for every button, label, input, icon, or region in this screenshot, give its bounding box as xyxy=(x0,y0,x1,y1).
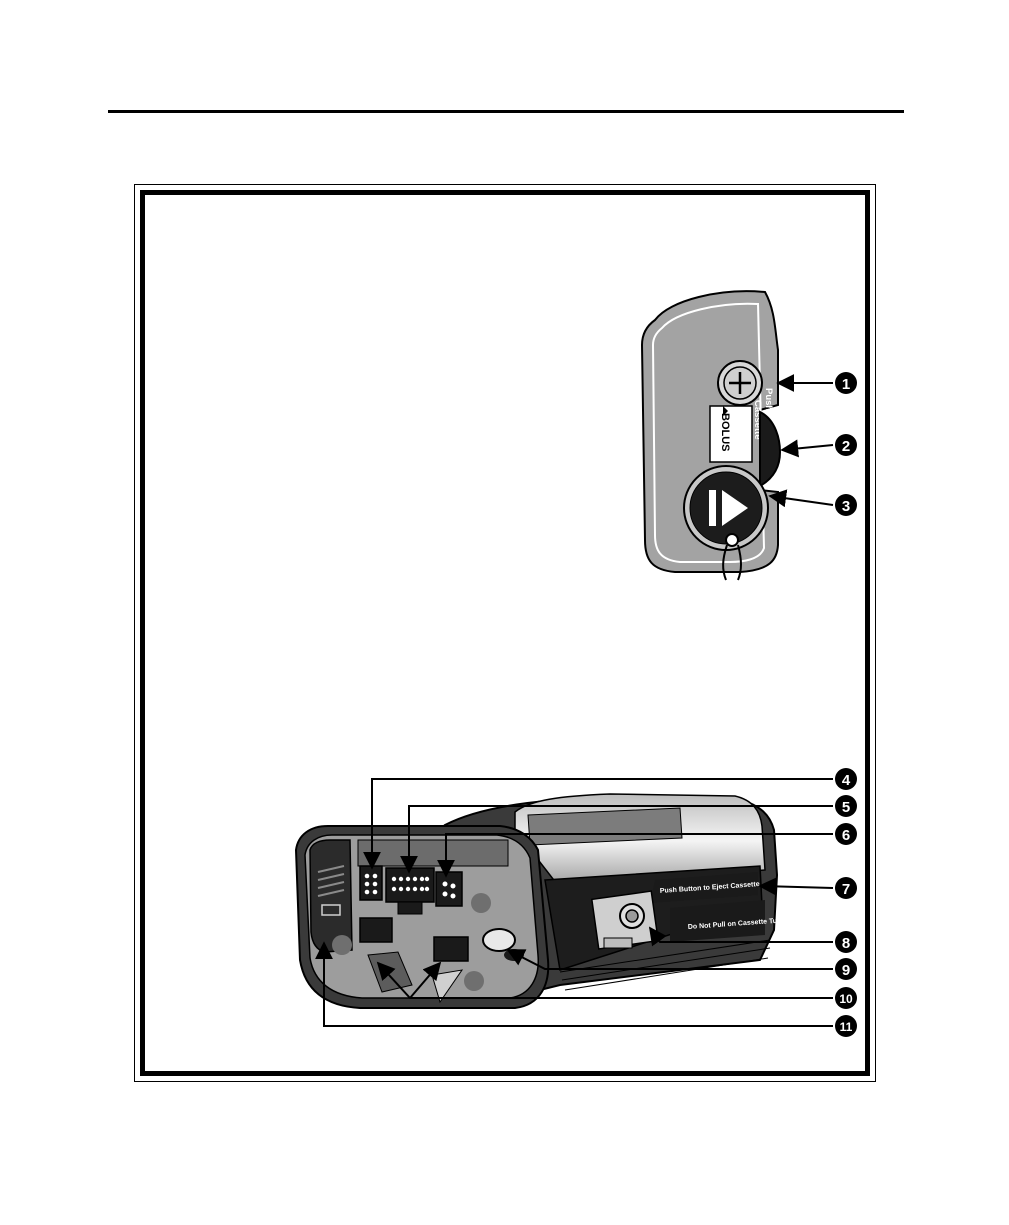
tubing-notch xyxy=(483,929,515,951)
callout-7: 7 xyxy=(835,877,857,899)
callout-10: 10 xyxy=(835,987,857,1009)
foot-left xyxy=(332,935,352,955)
mount-slot-left xyxy=(360,918,392,942)
callout-10-label: 10 xyxy=(839,992,853,1006)
foot-top-right xyxy=(471,893,491,913)
callout-6-label: 6 xyxy=(842,827,850,844)
callout-3-label: 3 xyxy=(842,498,850,515)
callout-8: 8 xyxy=(835,931,857,953)
callout-4: 4 xyxy=(835,768,857,790)
tubing-connector xyxy=(592,891,658,949)
bolus-label: BOLUS xyxy=(719,413,731,452)
callout-6: 6 xyxy=(835,823,857,845)
battery-door xyxy=(310,840,352,952)
callout-9: 9 xyxy=(835,958,857,980)
pump-side-view: BOLUS Push to Eject Cassette xyxy=(642,291,780,580)
callout-5-label: 5 xyxy=(842,799,850,816)
callout-11: 11 xyxy=(835,1015,857,1037)
eject-lever xyxy=(760,412,780,486)
callout-8-label: 8 xyxy=(842,935,850,952)
port-6 xyxy=(436,872,462,906)
callout-11-label: 11 xyxy=(840,1020,853,1034)
callout-1-label: 1 xyxy=(842,376,850,393)
callout-2-label: 2 xyxy=(842,438,850,455)
callout-2: 2 xyxy=(835,434,857,456)
callout-4-label: 4 xyxy=(842,772,851,789)
callout-1: 1 xyxy=(835,372,857,394)
mount-slot-right xyxy=(434,937,468,961)
callout-9-label: 9 xyxy=(842,962,850,979)
callout-5: 5 xyxy=(835,795,857,817)
foot-bottom-right xyxy=(464,971,484,991)
port-4 xyxy=(360,866,382,900)
pump-end-view: Push Button to Eject Cassette Do Not Pul… xyxy=(296,794,792,1008)
bolus-button xyxy=(718,361,762,405)
callout-3: 3 xyxy=(835,494,857,516)
callout-7-label: 7 xyxy=(842,881,850,898)
